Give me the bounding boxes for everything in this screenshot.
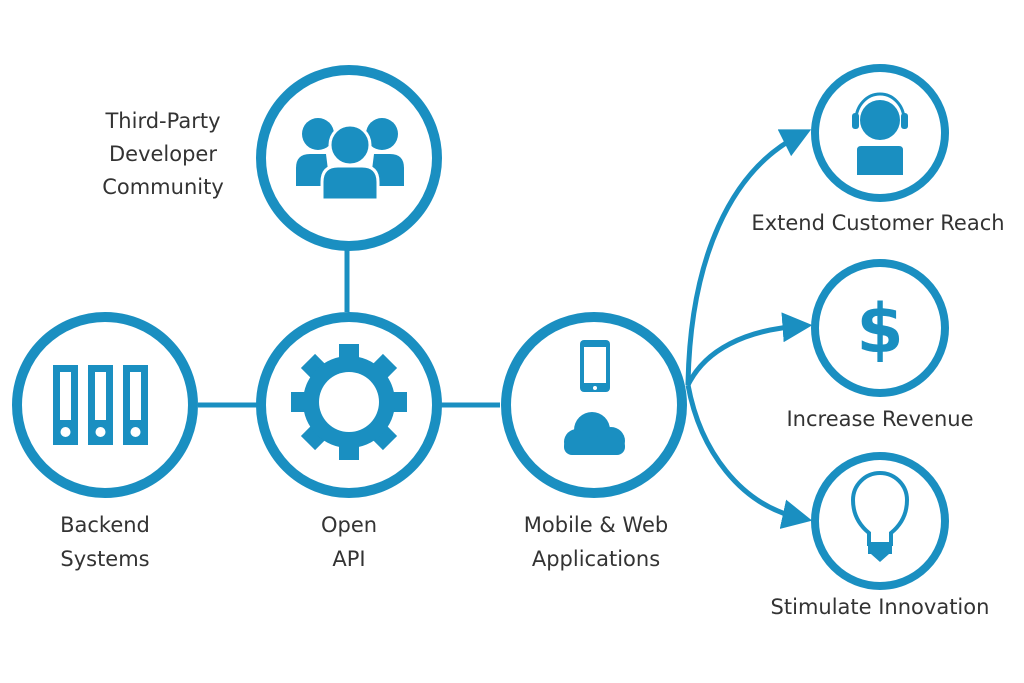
people-group-icon (296, 118, 404, 202)
arrow-apps-reach (685, 129, 812, 386)
node-api: Open API (256, 312, 442, 571)
node-revenue: $ Increase Revenue (786, 259, 974, 431)
backend-label-1: Backend (60, 513, 150, 537)
apps-label-1: Mobile & Web (524, 513, 668, 537)
lightbulb-icon (850, 471, 910, 562)
backend-label-2: Systems (60, 547, 149, 571)
community-label-3: Community (102, 175, 224, 199)
community-label-2: Developer (109, 142, 217, 166)
node-apps: Mobile & Web Applications (501, 312, 687, 571)
arrow-apps-revenue (685, 312, 813, 387)
arrow-apps-innovation (685, 384, 813, 529)
dollar-icon: $ (856, 290, 903, 369)
node-reach: Extend Customer Reach (751, 64, 1005, 235)
innovation-label: Stimulate Innovation (771, 595, 990, 619)
node-innovation: Stimulate Innovation (771, 452, 990, 619)
node-backend: Backend Systems (12, 312, 198, 571)
gear-icon (291, 344, 407, 460)
apps-label-2: Applications (532, 547, 660, 571)
revenue-label: Increase Revenue (786, 407, 973, 431)
headset-person-icon (852, 92, 908, 175)
node-community: Third-Party Developer Community (102, 65, 442, 251)
api-label-1: Open (321, 513, 377, 537)
cloud-icon (564, 412, 625, 455)
api-label-2: API (332, 547, 365, 571)
phone-icon (580, 340, 610, 392)
community-label-1: Third-Party (104, 109, 220, 133)
reach-label: Extend Customer Reach (751, 211, 1004, 235)
binders-icon (53, 365, 148, 445)
